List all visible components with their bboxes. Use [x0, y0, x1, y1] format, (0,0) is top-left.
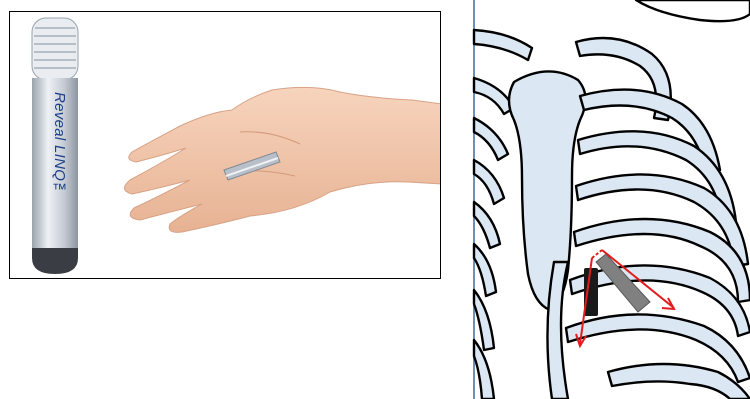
rib-cage-diagram	[468, 0, 750, 399]
device-vertical-marker	[584, 268, 598, 316]
product-photo: Reveal LINQ™	[9, 11, 441, 279]
hand	[124, 87, 441, 232]
device-brand-label: Reveal LINQ™	[44, 92, 68, 222]
rib-cage-art	[468, 0, 750, 399]
product-photo-art	[10, 12, 441, 279]
